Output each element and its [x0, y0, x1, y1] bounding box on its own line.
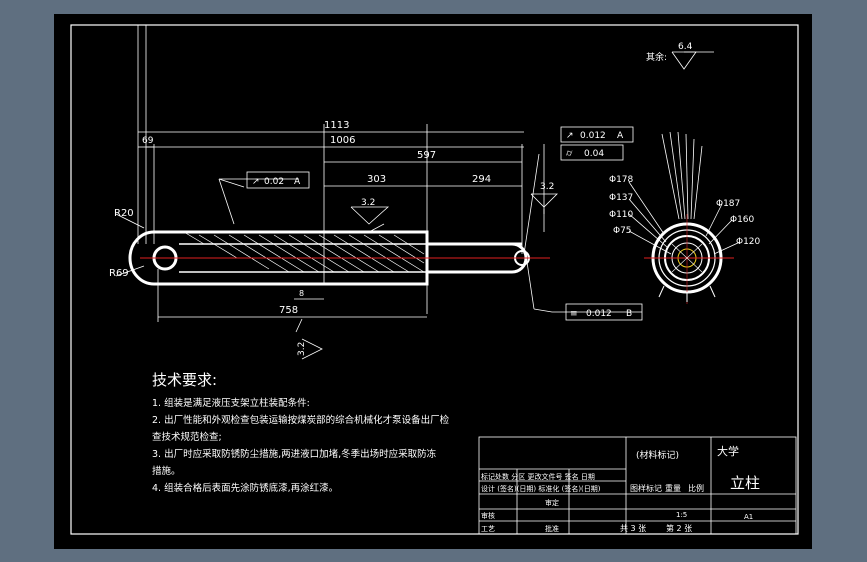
weight-label: 重量 — [665, 483, 681, 493]
tech-req-item: 查技术规范检查; — [152, 432, 222, 443]
diameter-187: Φ187 — [716, 199, 740, 209]
technical-requirements: 技术要求: 1. 组装是满足液压支架立柱装配条件: 2. 出厂性能和外观检查包装… — [152, 372, 449, 497]
tech-req-item: 4. 组装合格后表面先涂防锈底漆,再涂红漆。 — [152, 483, 339, 494]
diameter-178: Φ178 — [609, 175, 634, 185]
check-label: 审核 — [481, 511, 495, 520]
runout-symbol: ↗ — [566, 131, 574, 141]
tech-req-item: 3. 出厂时应采取防锈防尘措施,两进液口加堵,冬季出场时应采取防冻 — [152, 449, 437, 460]
roughness-rod: 3.2 — [361, 198, 375, 208]
tol-main-value: 0.02 — [264, 177, 284, 187]
border-frame — [70, 24, 799, 535]
tol-top-2-value: 0.04 — [584, 149, 604, 159]
tech-req-item: 1. 组装是满足液压支架立柱装配条件: — [152, 398, 310, 409]
symmetry-symbol: ≡ — [570, 309, 578, 319]
dim-8: 8 — [299, 289, 304, 298]
university-name: 大学 — [717, 444, 739, 458]
dimension-lines — [138, 131, 524, 318]
sheet-number: 第 2 张 — [666, 523, 692, 533]
drawing-no: A1 — [744, 513, 753, 521]
end-view — [628, 131, 741, 304]
title-block — [478, 436, 797, 535]
total-sheets: 共 3 张 — [620, 524, 646, 533]
tol-top-1-datum: A — [617, 131, 624, 141]
radius-r20: R20 — [114, 208, 134, 219]
bore-lines — [179, 243, 427, 273]
section-hatch — [183, 231, 425, 273]
leaders — [115, 51, 714, 360]
scale-label: 比例 — [688, 483, 704, 493]
roughness-remaining: 6.4 — [678, 42, 693, 52]
material-mark: (材料标记) — [636, 449, 679, 461]
tol-main-datum: A — [294, 177, 301, 187]
row-design: 设计 (签名)(日期) 标准化 (签名)(日期) — [481, 484, 601, 493]
process-label: 工艺 — [481, 525, 495, 533]
cad-drawing: 1113 1006 597 303 294 69 758 8 R20 R69 ↗… — [70, 24, 799, 535]
tech-req-item: 2. 出厂性能和外观检查包装运输按煤炭部的综合机械化才泵设备出厂检 — [152, 415, 450, 426]
straightness-symbol: ↗ — [252, 177, 260, 187]
tech-req-title: 技术要求: — [152, 371, 218, 389]
diameter-110: Φ110 — [609, 210, 634, 220]
roughness-vertical: 3.2 — [297, 342, 307, 356]
dim-303: 303 — [367, 174, 386, 185]
tech-req-item: 措施。 — [152, 466, 181, 477]
roughness-remaining-label: 其余: — [646, 51, 667, 63]
stage-mark: 图样标记 — [630, 483, 662, 493]
drawing-sheet: 1113 1006 597 303 294 69 758 8 R20 R69 ↗… — [54, 14, 812, 549]
part-name: 立柱 — [730, 474, 760, 492]
dim-1006: 1006 — [330, 135, 355, 146]
scale-value: 1:5 — [676, 511, 687, 519]
tol-bottom-value: 0.012 — [586, 309, 612, 319]
dim-1113: 1113 — [324, 120, 349, 131]
radius-r69: R69 — [109, 268, 129, 279]
diameter-137: Φ137 — [609, 193, 633, 203]
cylindricity-symbol: ⌭ — [566, 149, 573, 159]
dim-294: 294 — [472, 174, 491, 185]
ratify-label: 批准 — [545, 524, 559, 533]
tolerance-frames — [246, 126, 643, 321]
row-mark: 标记处数 分区 更改文件号 签名 日期 — [481, 472, 595, 481]
roughness-tube: 3.2 — [540, 182, 554, 192]
tol-bottom-datum: B — [626, 309, 632, 319]
dim-758: 758 — [279, 305, 298, 316]
diameter-120: Φ120 — [736, 237, 761, 247]
diameter-160: Φ160 — [730, 215, 755, 225]
dim-597: 597 — [417, 150, 436, 161]
diameter-75: Φ75 — [613, 226, 632, 236]
tol-top-1-value: 0.012 — [580, 131, 606, 141]
approve-label: 审定 — [545, 498, 559, 507]
drawing-text: 1113 1006 597 303 294 69 758 8 R20 R69 ↗… — [109, 42, 761, 533]
cylinder-body — [128, 230, 528, 286]
dim-69: 69 — [142, 136, 154, 146]
